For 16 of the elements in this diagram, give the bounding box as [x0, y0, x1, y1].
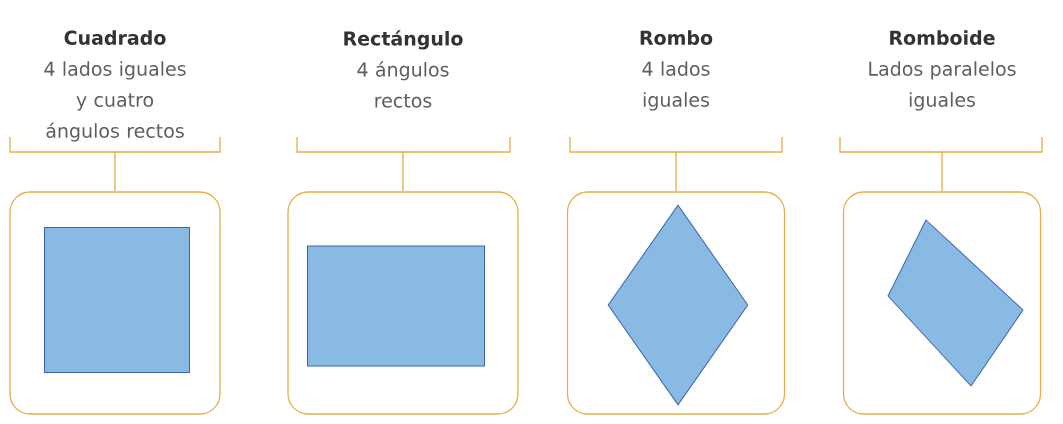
shape-name: Rectángulo: [344, 30, 463, 50]
rhombus-shape: [607, 204, 749, 406]
shape-description: 4 ángulos rectos: [357, 61, 449, 108]
connector-line: [941, 151, 943, 192]
shape-name: Romboide: [890, 30, 995, 45]
rectangle-shape: [307, 245, 485, 367]
connector-line: [114, 151, 116, 192]
shape-description: 4 lados iguales y cuatro ángulos rectos: [44, 61, 186, 142]
connector-line: [675, 151, 677, 192]
shape-description: Lados paralelos iguales: [869, 61, 1016, 111]
shape-name: Rombo: [640, 30, 713, 45]
shape-description: 4 lados iguales: [642, 61, 710, 111]
connector-line: [402, 151, 404, 192]
rhomboid-shape: [887, 219, 1024, 387]
square-shape: [44, 227, 190, 373]
shape-name: Cuadrado: [64, 30, 166, 45]
